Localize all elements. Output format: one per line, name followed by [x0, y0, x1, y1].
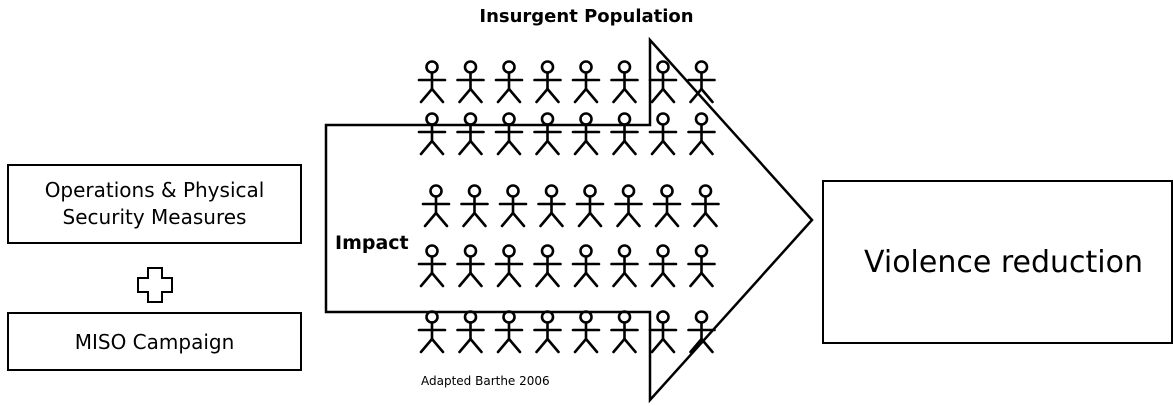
stick-figure-icon	[456, 310, 485, 354]
stick-figure-icon	[648, 244, 678, 288]
stick-figure-icon	[610, 310, 639, 354]
stick-figure-icon	[687, 244, 716, 288]
stick-figure-icon	[417, 60, 447, 104]
stick-figure-icon	[533, 244, 562, 288]
stick-figure-icon	[610, 112, 639, 156]
insurgent-population-figures	[417, 60, 720, 354]
stick-figure-icon	[648, 310, 678, 354]
stick-figure-icon	[571, 60, 601, 104]
stick-figure-icon	[610, 60, 639, 104]
impact-arrow	[324, 36, 814, 404]
stick-figure-icon	[421, 184, 451, 228]
stick-figure-icon	[571, 310, 601, 354]
operations-security-box: Operations & Physical Security Measures	[7, 164, 302, 244]
stick-figure-icon	[533, 60, 562, 104]
stick-figure-icon	[533, 310, 562, 354]
stick-figure-icon	[498, 184, 528, 228]
stick-figure-icon	[571, 244, 601, 288]
violence-reduction-box: Violence reduction	[822, 180, 1173, 344]
stick-figure-icon	[652, 184, 682, 228]
stick-figure-icon	[494, 244, 524, 288]
operations-line-1: Operations & Physical	[44, 178, 265, 202]
stick-figure-icon	[537, 184, 566, 228]
stick-figure-icon	[687, 112, 716, 156]
stick-figure-icon	[648, 60, 678, 104]
stick-figure-icon	[614, 184, 643, 228]
stick-figure-icon	[571, 112, 601, 156]
operations-line-2: Security Measures	[62, 205, 247, 229]
stick-figure-icon	[494, 60, 524, 104]
stick-figure-icon	[417, 244, 447, 288]
stick-figure-icon	[456, 60, 485, 104]
impact-label: Impact	[335, 232, 409, 254]
violence-reduction-label: Violence reduction	[864, 244, 1143, 280]
stick-figure-icon	[456, 112, 485, 156]
stick-figure-icon	[533, 112, 562, 156]
miso-campaign-label: MISO Campaign	[74, 329, 235, 354]
plus-icon	[137, 267, 173, 303]
stick-figure-icon	[494, 112, 524, 156]
source-note: Adapted Barthe 2006	[421, 374, 550, 388]
operations-security-label: Operations & Physical Security Measures	[45, 177, 265, 231]
stick-figure-icon	[456, 244, 485, 288]
stick-figure-icon	[648, 112, 678, 156]
stick-figure-icon	[575, 184, 605, 228]
stick-figure-icon	[460, 184, 489, 228]
miso-campaign-box: MISO Campaign	[7, 312, 302, 371]
stick-figure-icon	[494, 310, 524, 354]
stick-figure-icon	[691, 184, 720, 228]
insurgent-population-title: Insurgent Population	[479, 6, 694, 27]
stick-figure-icon	[417, 310, 447, 354]
stick-figure-icon	[417, 112, 447, 156]
stick-figure-icon	[610, 244, 639, 288]
